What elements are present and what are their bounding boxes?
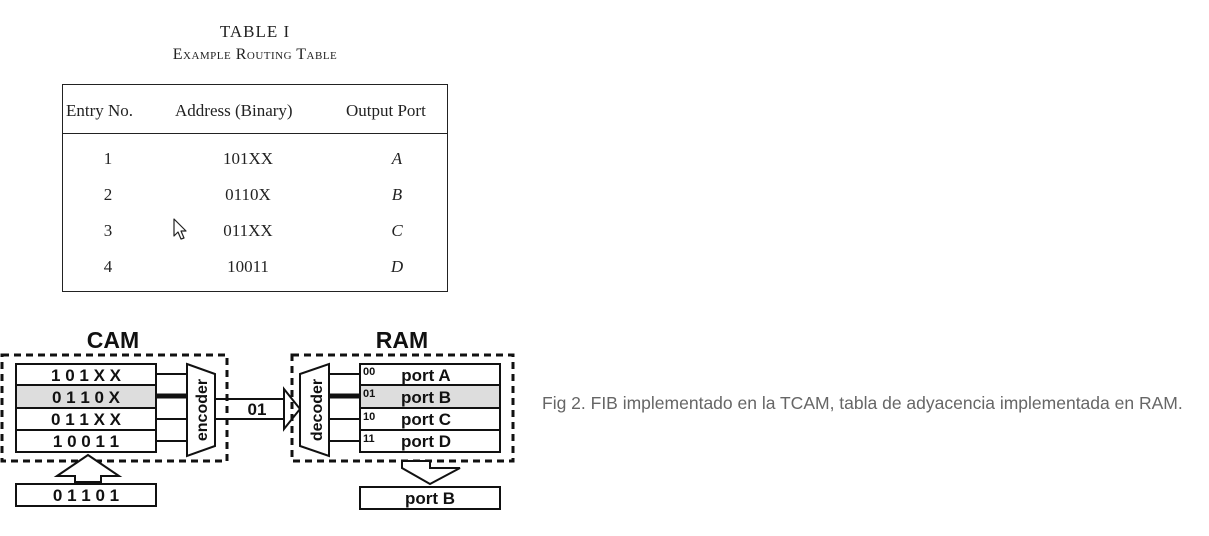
ram-port-1: port A xyxy=(401,366,450,385)
row4-port: D xyxy=(390,257,404,276)
cam-row-1: 1 0 1 X X xyxy=(51,366,122,385)
ram-addr-3: 10 xyxy=(363,411,375,423)
row1-port: A xyxy=(391,149,403,168)
cam-enclosure xyxy=(0,353,229,463)
row1-entry: 1 xyxy=(103,149,113,168)
table-caption-title: Example Routing Table xyxy=(172,46,338,63)
match-lines xyxy=(156,373,187,442)
ram-title: RAM xyxy=(376,327,428,353)
bus-value: 01 xyxy=(248,400,267,419)
word-lines xyxy=(329,373,360,442)
row4-address: 10011 xyxy=(227,257,269,276)
row2-port: B xyxy=(391,185,403,204)
routing-table: Entry No. Address (Binary) Output Port 1… xyxy=(62,84,448,292)
row4-entry: 4 xyxy=(103,257,113,276)
row3-entry: 3 xyxy=(103,221,113,240)
output-arrow-down xyxy=(401,460,461,486)
search-arrow-up xyxy=(53,453,123,483)
header-address: Address (Binary) xyxy=(175,101,293,120)
encoder-label: encoder xyxy=(194,379,211,441)
search-key-box xyxy=(15,483,157,507)
ram-addr-4: 11 xyxy=(363,433,375,445)
header-divider xyxy=(63,133,447,134)
cam-row-4: 1 0 0 1 1 xyxy=(53,432,119,451)
row2-entry: 2 xyxy=(103,185,113,204)
ram-entries: 00 01 10 11 port A port B port C port D xyxy=(359,363,501,453)
cam-row-3: 0 1 1 X X xyxy=(51,410,122,429)
ram-port-3: port C xyxy=(401,410,451,429)
output-box xyxy=(359,486,501,510)
figure-caption: Fig 2. FIB implementado en la TCAM, tabl… xyxy=(542,393,1183,413)
ram-addr-2: 01 xyxy=(363,388,375,400)
output-value: port B xyxy=(405,489,455,508)
cam-row-2: 0 1 1 0 X xyxy=(52,388,121,407)
search-key: 0 1 1 0 1 xyxy=(53,486,119,505)
header-output-port: Output Port xyxy=(346,101,426,120)
cam-ram-diagram: CAM RAM 1 0 1 X X 0 1 1 0 X 0 1 1 X X 1 … xyxy=(0,327,515,510)
cam-title: CAM xyxy=(87,327,139,353)
ram-port-2: port B xyxy=(401,388,451,407)
ram-port-4: port D xyxy=(401,432,451,451)
encoder-block xyxy=(186,362,216,458)
table-caption-number: TABLE I xyxy=(219,22,291,41)
row3-address: 011XX xyxy=(223,221,273,240)
decoder-label: decoder xyxy=(309,379,326,441)
decoder-block xyxy=(299,362,330,458)
ram-addr-1: 00 xyxy=(363,366,375,378)
cam-entries: 1 0 1 X X 0 1 1 0 X 0 1 1 X X 1 0 0 1 1 xyxy=(15,363,157,453)
row1-address: 101XX xyxy=(222,149,274,168)
row2-address: 0110X xyxy=(225,185,271,204)
row3-port: C xyxy=(391,221,403,240)
header-entry-no: Entry No. xyxy=(66,101,134,120)
mouse-cursor-icon xyxy=(173,218,187,240)
